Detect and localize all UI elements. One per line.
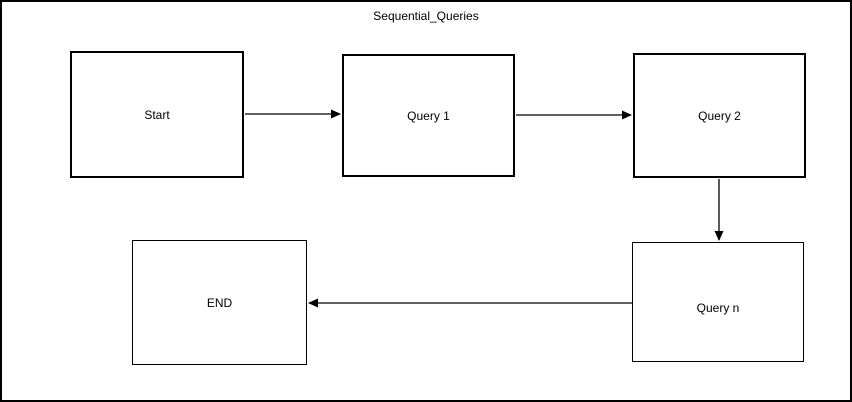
node-query1-label: Query 1 [407, 108, 450, 123]
node-queryn-label: Query n [696, 301, 740, 315]
node-start: Start [70, 51, 244, 178]
node-queryn: Query n [632, 242, 804, 362]
node-end-label: END [206, 295, 233, 310]
node-query2-label: Query 2 [698, 108, 741, 123]
node-end: END [132, 240, 307, 365]
node-start-label: Start [144, 107, 170, 122]
node-query2: Query 2 [633, 53, 806, 178]
diagram-title: Sequential_Queries [373, 9, 479, 23]
node-query1: Query 1 [342, 54, 515, 177]
